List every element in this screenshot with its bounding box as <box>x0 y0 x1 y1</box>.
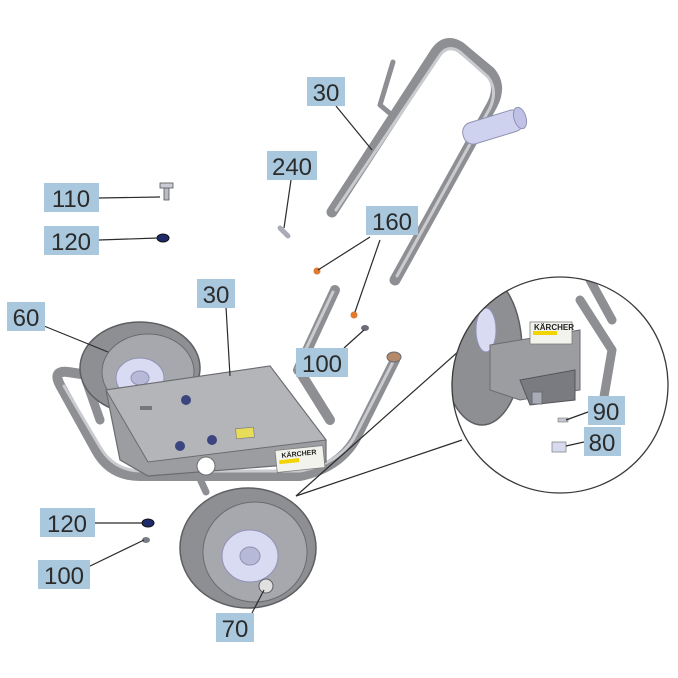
callout-80: 80 <box>584 427 621 457</box>
callout-160: 160 <box>366 206 418 236</box>
brand-label: KÄRCHER <box>274 445 326 473</box>
callout-30-top-label: 30 <box>313 80 340 107</box>
callout-100-mid: 100 <box>296 348 348 378</box>
callout-60: 60 <box>7 302 45 332</box>
callout-80-label: 80 <box>589 430 616 457</box>
callout-120-top: 120 <box>44 226 99 256</box>
callout-110-label: 110 <box>52 186 90 213</box>
leader-lines <box>43 105 589 614</box>
loose-parts <box>141 182 369 543</box>
callout-100-bottom: 100 <box>38 560 90 590</box>
callout-120-bottom-label: 120 <box>47 511 87 538</box>
callout-30-top: 30 <box>307 77 345 107</box>
callout-30-mid: 30 <box>197 279 235 309</box>
callout-70-label: 70 <box>222 616 249 643</box>
base-plate: KÄRCHER <box>105 365 327 477</box>
brand-name: KÄRCHER <box>281 448 317 460</box>
handle-grip <box>462 106 528 145</box>
callout-60-label: 60 <box>13 305 40 332</box>
inset-brand-name: KÄRCHER <box>534 323 574 332</box>
handle-assembly <box>326 38 528 286</box>
callout-240: 240 <box>267 151 317 181</box>
callout-160-label: 160 <box>372 209 412 236</box>
callout-70: 70 <box>216 613 254 643</box>
callout-30-mid-label: 30 <box>203 282 230 309</box>
wheel-front <box>179 487 317 609</box>
callout-120-top-label: 120 <box>51 229 91 256</box>
callout-90: 90 <box>588 396 625 426</box>
callout-240-label: 240 <box>272 154 312 181</box>
callout-120-bottom: 120 <box>40 508 95 538</box>
callout-100-bottom-label: 100 <box>44 563 84 590</box>
detail-inset: KÄRCHER <box>295 276 669 497</box>
callout-100-mid-label: 100 <box>302 351 342 378</box>
callout-90-label: 90 <box>593 399 620 426</box>
callout-110: 110 <box>44 183 99 213</box>
